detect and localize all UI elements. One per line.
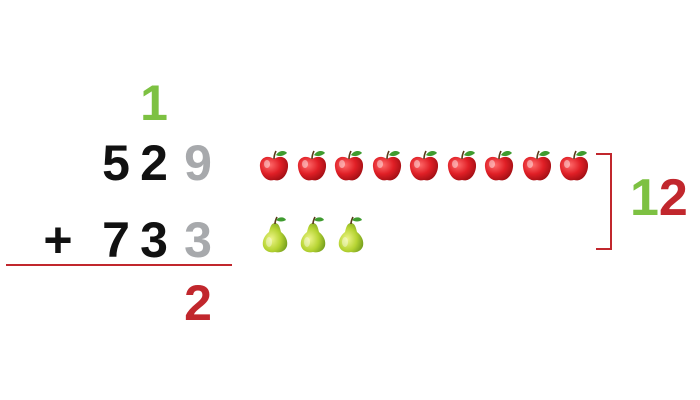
top-tens-digit: 2	[140, 135, 168, 191]
apple-icon	[445, 149, 479, 188]
plus-sign: +	[43, 212, 73, 268]
sum-line	[6, 264, 232, 266]
apple-icon	[370, 149, 404, 188]
apple-icon	[482, 149, 516, 188]
apple-icon	[557, 149, 591, 188]
grouping-bracket	[596, 153, 612, 250]
carry-digit: 1	[140, 75, 168, 131]
apple-icon	[407, 149, 441, 188]
result-ones-digit: 2	[184, 275, 212, 331]
apple-icon	[257, 149, 291, 188]
pear-icon	[297, 216, 329, 259]
sum-label: 12	[630, 172, 688, 224]
top-ones-digit: 9	[184, 135, 212, 191]
pear-icon	[335, 216, 367, 259]
bottom-ones-digit: 3	[184, 212, 212, 268]
bottom-tens-digit: 3	[140, 212, 168, 268]
top-hundreds-digit: 5	[102, 135, 130, 191]
apple-icon	[295, 149, 329, 188]
apple-icon	[332, 149, 366, 188]
sum-tens-digit: 1	[630, 169, 659, 227]
sum-ones-digit: 2	[658, 169, 688, 227]
pear-icon	[259, 216, 291, 259]
bottom-hundreds-digit: 7	[102, 212, 130, 268]
apple-icon	[520, 149, 554, 188]
